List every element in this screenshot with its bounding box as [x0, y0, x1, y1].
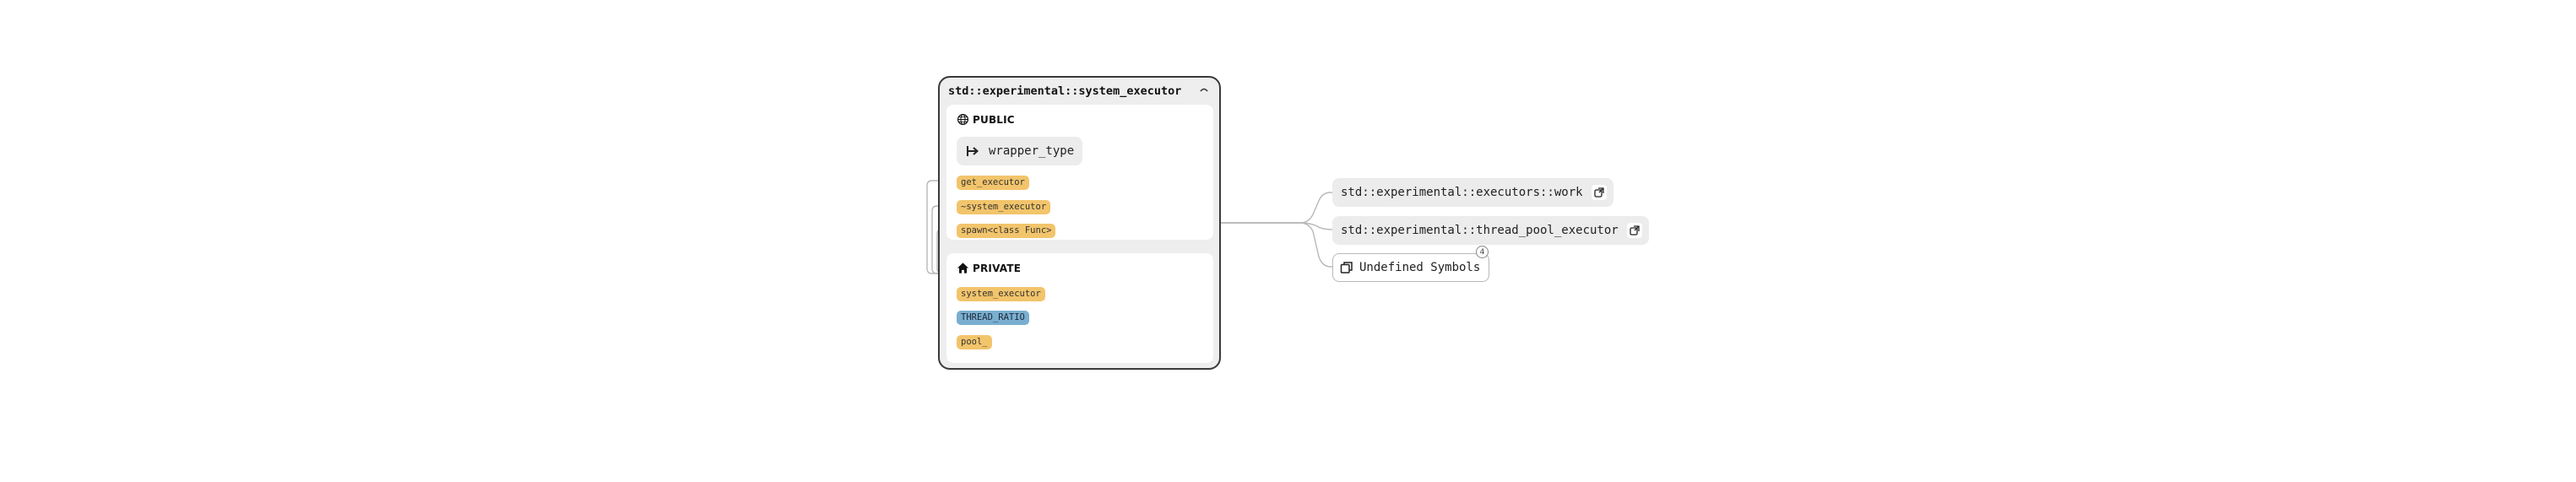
ref-node-label: std::experimental::thread_pool_executor — [1341, 224, 1619, 237]
type-alias-arrow-icon — [967, 146, 979, 156]
member-get-executor[interactable]: get_executor — [957, 176, 1029, 190]
open-link-icon[interactable] — [1626, 223, 1642, 238]
public-label: PUBLIC — [973, 113, 1015, 126]
member-destructor[interactable]: ~system_executor — [957, 200, 1051, 214]
house-icon — [957, 263, 969, 273]
member-system-executor[interactable]: system_executor — [957, 287, 1045, 301]
member-spawn[interactable]: spawn<class Func> — [957, 224, 1056, 238]
class-title: std::experimental::system_executor — [948, 84, 1182, 98]
ref-node-thread-pool-executor[interactable]: std::experimental::thread_pool_executor — [1332, 216, 1649, 245]
ref-node-label: std::experimental::executors::work — [1341, 186, 1583, 199]
ref-node-executors-work[interactable]: std::experimental::executors::work — [1332, 178, 1613, 207]
private-label: PRIVATE — [973, 262, 1022, 274]
typedef-wrapper-type[interactable]: wrapper_type — [957, 137, 1083, 165]
open-link-icon[interactable] — [1591, 185, 1607, 200]
member-pool[interactable]: pool_ — [957, 335, 992, 349]
public-header: PUBLIC — [957, 113, 1015, 126]
undefined-symbols-node[interactable]: Undefined Symbols — [1332, 253, 1489, 282]
edge-to-work — [1221, 192, 1334, 224]
public-section: PUBLIC wrapper_type get_executor ~system… — [946, 105, 1213, 240]
class-node[interactable]: std::experimental::system_executor PUBLI… — [938, 76, 1221, 370]
member-thread-ratio[interactable]: THREAD_RATIO — [957, 311, 1029, 325]
edge-to-thread-pool — [1221, 222, 1335, 230]
typedef-name: wrapper_type — [989, 144, 1075, 158]
edge-to-undefined — [1221, 222, 1334, 268]
private-section: PRIVATE system_executor THREAD_RATIO poo… — [946, 253, 1213, 363]
private-header: PRIVATE — [957, 262, 1021, 274]
undefined-symbols-label: Undefined Symbols — [1359, 261, 1481, 274]
undefined-count-badge: 4 — [1476, 246, 1489, 258]
edge-internal-1 — [926, 180, 957, 274]
globe-icon — [957, 113, 969, 126]
copy-stack-icon — [1340, 262, 1353, 273]
edge-internal-2 — [931, 205, 957, 274]
chevron-up-icon[interactable] — [1197, 83, 1211, 96]
